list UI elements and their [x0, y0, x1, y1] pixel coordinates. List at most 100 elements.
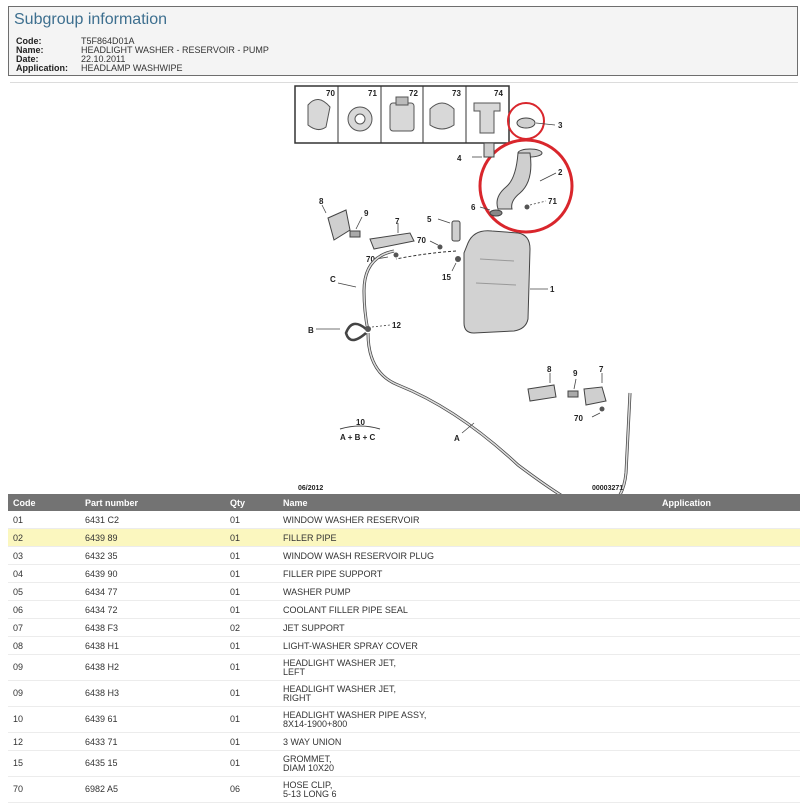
subgroup-meta: Code: T5F864D01A Name: HEADLIGHT WASHER …	[16, 37, 269, 73]
cell-qty: 01	[225, 680, 278, 707]
washer-hoses[interactable]: C B A	[308, 249, 632, 495]
legend-abc: A + B + C	[340, 433, 375, 442]
meta-value: HEADLAMP WASHWIPE	[81, 63, 183, 73]
cell-part: 6435 15	[80, 750, 225, 777]
cell-app	[657, 546, 800, 565]
table-row[interactable]: 01 6431 C2 01 WINDOW WASHER RESERVOIR	[8, 511, 800, 529]
cell-code: 02	[8, 528, 80, 547]
cell-name: WINDOW WASHER RESERVOIR	[278, 511, 657, 529]
thumb-label: 74	[494, 89, 503, 98]
filler-pipe-seal[interactable]: 6	[471, 203, 503, 217]
table-row[interactable]: 06 6434 72 01 COOLANT FILLER PIPE SEAL	[8, 600, 800, 619]
cell-app	[657, 564, 800, 583]
cell-name: LIGHT-WASHER SPRAY COVER	[278, 636, 657, 655]
cell-code: 70	[8, 776, 80, 803]
table-row[interactable]: 15 6435 15 01 GROMMET, DIAM 10X20	[8, 750, 800, 777]
cell-app	[657, 680, 800, 707]
clip-74-thumb[interactable]: 74	[473, 89, 503, 134]
cell-name: HEADLIGHT WASHER JET, LEFT	[278, 654, 657, 681]
callout-5: 5	[427, 215, 432, 224]
meta-key: Name:	[16, 45, 44, 55]
cell-part: 6438 F3	[80, 618, 225, 637]
parts-table: Code Part number Qty Name Application 01…	[8, 494, 800, 803]
cell-name: HEADLIGHT WASHER PIPE ASSY, 8X14-1900+80…	[278, 706, 657, 733]
cell-part: 6434 72	[80, 600, 225, 619]
table-row[interactable]: 05 6434 77 01 WASHER PUMP	[8, 582, 800, 601]
page-title: Subgroup information	[14, 11, 167, 28]
table-row-selected[interactable]: 02 6439 89 01 FILLER PIPE	[8, 528, 800, 547]
grommet[interactable]: 15	[442, 256, 461, 282]
callout-9: 9	[573, 369, 578, 378]
cell-qty: 01	[225, 528, 278, 547]
col-application[interactable]: Application	[657, 494, 800, 511]
table-row[interactable]: 09 6438 H3 01 HEADLIGHT WASHER JET, RIGH…	[8, 680, 800, 707]
cell-part: 6432 35	[80, 546, 225, 565]
meta-key: Code:	[16, 36, 42, 46]
thumb-label: 72	[409, 89, 418, 98]
washer-pump[interactable]: 5	[427, 215, 461, 242]
hose-clip-71[interactable]: 71	[524, 197, 558, 210]
cell-name: HEADLIGHT WASHER JET, RIGHT	[278, 680, 657, 707]
cell-qty: 01	[225, 732, 278, 751]
cell-name: HOSE CLIP, 5-13 LONG 6	[278, 776, 657, 803]
parts-diagram-svg: 70 71 72 73 74	[294, 85, 632, 495]
diagram-image-code: 00003271	[592, 485, 623, 492]
cell-qty: 01	[225, 582, 278, 601]
thumb-label: 71	[368, 89, 377, 98]
table-row[interactable]: 09 6438 H2 01 HEADLIGHT WASHER JET, LEFT	[8, 654, 800, 681]
meta-value: 22.10.2011	[81, 54, 126, 64]
cell-code: 12	[8, 732, 80, 751]
meta-row-code: Code: T5F864D01A	[16, 37, 269, 46]
clip-73-thumb[interactable]: 73	[429, 89, 461, 130]
callout-1: 1	[550, 285, 555, 294]
hose-label-a: A	[454, 434, 460, 443]
cell-app	[657, 618, 800, 637]
filler-pipe[interactable]: 2	[496, 148, 563, 210]
right-jet-assembly[interactable]: 8 9 7 70	[527, 365, 607, 423]
meta-row-application: Application: HEADLAMP WASHWIPE	[16, 64, 269, 73]
meta-key: Date:	[16, 54, 39, 64]
cell-qty: 01	[225, 654, 278, 681]
clip-71-thumb[interactable]: 71	[347, 89, 377, 132]
callout-7: 7	[599, 365, 604, 374]
cell-part: 6439 61	[80, 706, 225, 733]
callout-71: 71	[548, 197, 557, 206]
callout-70: 70	[366, 255, 375, 264]
table-row[interactable]: 08 6438 H1 01 LIGHT-WASHER SPRAY COVER	[8, 636, 800, 655]
cell-part: 6431 C2	[80, 511, 225, 529]
cell-part: 6439 89	[80, 528, 225, 547]
hose-label-c: C	[330, 275, 336, 284]
table-row[interactable]: 70 6982 A5 06 HOSE CLIP, 5-13 LONG 6	[8, 776, 800, 803]
callout-4: 4	[457, 154, 462, 163]
col-part-number[interactable]: Part number	[80, 494, 225, 511]
cell-app	[657, 528, 800, 547]
three-way-union[interactable]: 12	[365, 321, 401, 332]
hose-clip-thumb[interactable]: 70	[307, 89, 335, 131]
cell-name: FILLER PIPE	[278, 528, 657, 547]
col-name[interactable]: Name	[278, 494, 657, 511]
table-row[interactable]: 07 6438 F3 02 JET SUPPORT	[8, 618, 800, 637]
hose-clip-70-pump[interactable]: 70	[417, 236, 443, 250]
table-row[interactable]: 04 6439 90 01 FILLER PIPE SUPPORT	[8, 564, 800, 583]
col-qty[interactable]: Qty	[225, 494, 278, 511]
washer-reservoir[interactable]: 1	[463, 230, 555, 334]
table-row[interactable]: 03 6432 35 01 WINDOW WASH RESERVOIR PLUG	[8, 546, 800, 565]
meta-value: HEADLIGHT WASHER - RESERVOIR - PUMP	[81, 45, 269, 55]
clip-72-thumb[interactable]: 72	[389, 89, 418, 132]
meta-row-date: Date: 22.10.2011	[16, 55, 269, 64]
cell-code: 04	[8, 564, 80, 583]
table-row[interactable]: 10 6439 61 01 HEADLIGHT WASHER PIPE ASSY…	[8, 706, 800, 733]
callout-8: 8	[319, 197, 324, 206]
cell-app	[657, 776, 800, 803]
left-jet-assembly[interactable]: 8 9 7 70	[319, 197, 415, 264]
reservoir-plug[interactable]: 3	[516, 117, 563, 130]
col-code[interactable]: Code	[8, 494, 80, 511]
filler-pipe-support[interactable]: 4	[457, 142, 495, 163]
cell-code: 06	[8, 600, 80, 619]
cell-code: 10	[8, 706, 80, 733]
cell-code: 15	[8, 750, 80, 777]
meta-key: Application:	[16, 63, 68, 73]
table-row[interactable]: 12 6433 71 01 3 WAY UNION	[8, 732, 800, 751]
parts-diagram[interactable]: 70 71 72 73 74	[10, 82, 798, 495]
cell-app	[657, 654, 800, 681]
